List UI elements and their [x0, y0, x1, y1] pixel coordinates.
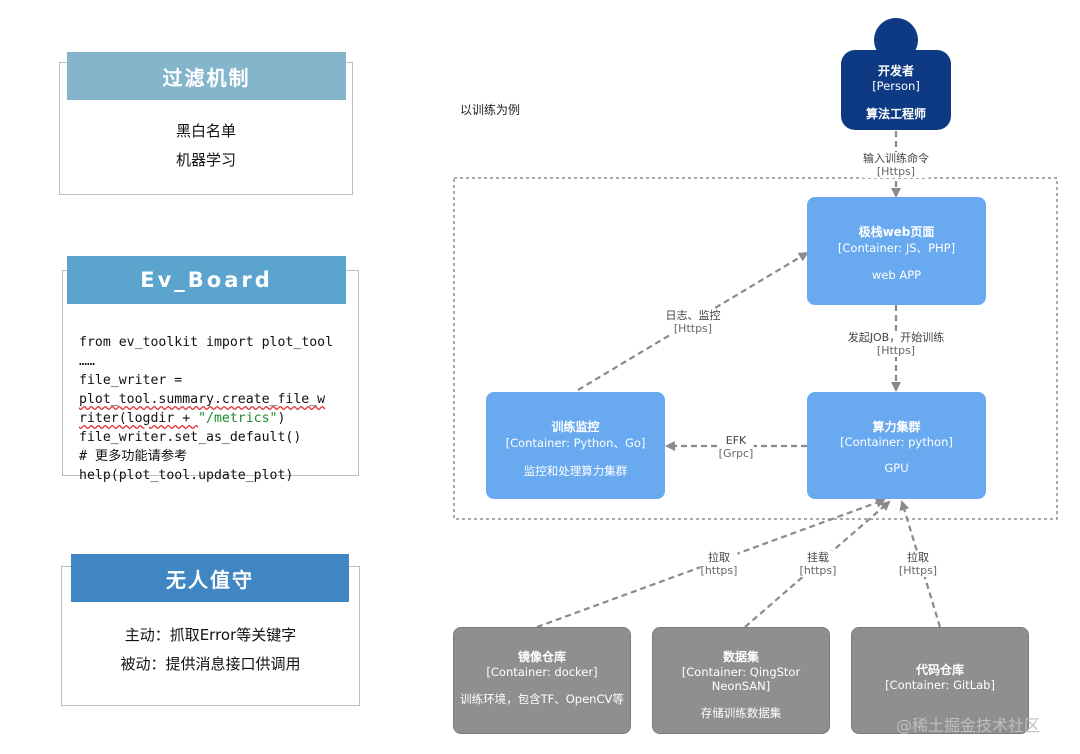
node-name: 算力集群 [872, 420, 921, 434]
filter-line-1: 黑白名单 [175, 122, 236, 140]
filter-line-2: 机器学习 [175, 151, 236, 169]
node-name: 开发者 [877, 64, 914, 78]
node-type: [Container: docker] [486, 665, 598, 679]
code-line: help(plot_tool.update_plot) [79, 468, 294, 483]
edge-label-logs: 日志、监控 [Https] [665, 309, 721, 335]
node-desc: 监控和处理算力集群 [523, 464, 628, 478]
edge-label-proto: [Https] [876, 344, 916, 357]
edge-label-proto: [Grpc] [718, 447, 754, 460]
code-text: plot_tool.summary.create_file_w [79, 392, 326, 407]
unattended-title: 无人值守 [71, 554, 349, 602]
code-line: from ev_toolkit import plot_tool [79, 335, 334, 350]
node-name: 镜像仓库 [517, 650, 566, 664]
node-type: [Container: QingStor NeonSAN] [681, 665, 801, 693]
node-name: 数据集 [722, 650, 759, 664]
edge-label-text: 输入训练命令 [863, 152, 929, 165]
node-desc: 训练环境，包含TF、OpenCV等 [460, 692, 624, 706]
node-type: [Container: python] [840, 435, 953, 449]
edge-label-pull-image: 拉取 [https] [700, 551, 738, 577]
code-line: plot_tool.summary.create_file_w [79, 390, 350, 409]
filter-lines: 黑白名单 机器学习 [59, 117, 353, 175]
edge-label-efk: EFK [Grpc] [718, 434, 754, 460]
node-type: [Container: Python、Go] [505, 436, 646, 450]
node-type: [Container: GitLab] [885, 678, 995, 692]
node-code-repo: 代码仓库 [Container: GitLab] [851, 627, 1029, 734]
node-desc: 存储训练数据集 [700, 706, 782, 720]
filter-title: 过滤机制 [67, 52, 346, 100]
edge-label-proto: [Https] [876, 165, 916, 178]
edge-label-text: 发起JOB，开始训练 [847, 331, 945, 344]
node-name: 极栈web页面 [858, 225, 935, 239]
node-image-repo: 镜像仓库 [Container: docker] 训练环境，包含TF、OpenC… [453, 627, 631, 734]
node-web: 极栈web页面 [Container: JS、PHP] web APP [807, 197, 986, 305]
edge-label-job: 发起JOB，开始训练 [Https] [847, 331, 945, 357]
node-dataset: 数据集 [Container: QingStor NeonSAN] 存储训练数据… [652, 627, 830, 734]
code-line: file_writer = [79, 373, 183, 388]
node-desc: web APP [871, 268, 922, 282]
diagram-caption: 以训练为例 [460, 103, 521, 117]
node-monitor: 训练监控 [Container: Python、Go] 监控和处理算力集群 [486, 392, 665, 499]
edge-label-text: EFK [725, 434, 747, 447]
code-line: file_writer.set_as_default() [79, 430, 302, 445]
edge-label-text: 拉取 [708, 551, 730, 564]
edge-label-text: 拉取 [906, 551, 929, 564]
node-name: 代码仓库 [915, 663, 964, 677]
unattended-lines: 主动：抓取Error等关键字 被动：提供消息接口供调用 [61, 621, 360, 679]
watermark: @稀土掘金技术社区 [896, 716, 1041, 735]
edge-label-pull-code: 拉取 [Https] [898, 551, 938, 577]
unattended-line-2: 被动：提供消息接口供调用 [120, 655, 301, 673]
node-type: [Container: JS、PHP] [837, 241, 956, 255]
edge-label-proto: [Https] [898, 564, 938, 577]
node-desc: GPU [884, 461, 909, 475]
edge-label-text: 挂载 [807, 551, 829, 564]
node-name: 训练监控 [551, 420, 600, 434]
node-type: [Person] [872, 79, 920, 93]
code-text: riter(logdir + [79, 411, 199, 426]
node-desc: 算法工程师 [865, 107, 926, 121]
edge-label-proto: [https] [799, 564, 837, 577]
code-string: "/metrics" [198, 411, 278, 426]
edge-label-proto: [https] [700, 564, 738, 577]
evboard-card: from ev_toolkit import plot_tool …… file_w… [62, 270, 359, 483]
code-line: # 更多功能请参考 [79, 449, 188, 464]
code-snippet: from ev_toolkit import plot_tool …… file_w… [79, 333, 350, 485]
code-line: riter(logdir + "/metrics") [79, 409, 350, 428]
node-compute: 算力集群 [Container: python] GPU [807, 392, 986, 499]
unattended-line-1: 主动：抓取Error等关键字 [124, 626, 297, 644]
edge-label-mount: 挂载 [https] [799, 551, 837, 577]
edge-label-input: 输入训练命令 [Https] [863, 152, 929, 178]
edge-label-proto: [Https] [673, 322, 713, 335]
code-text: ) [277, 411, 286, 426]
code-line: …… [79, 354, 95, 369]
person-developer: 开发者 [Person] 算法工程师 [841, 56, 951, 130]
edge-label-text: 日志、监控 [665, 309, 721, 322]
evboard-title: Ev_Board [67, 256, 346, 304]
